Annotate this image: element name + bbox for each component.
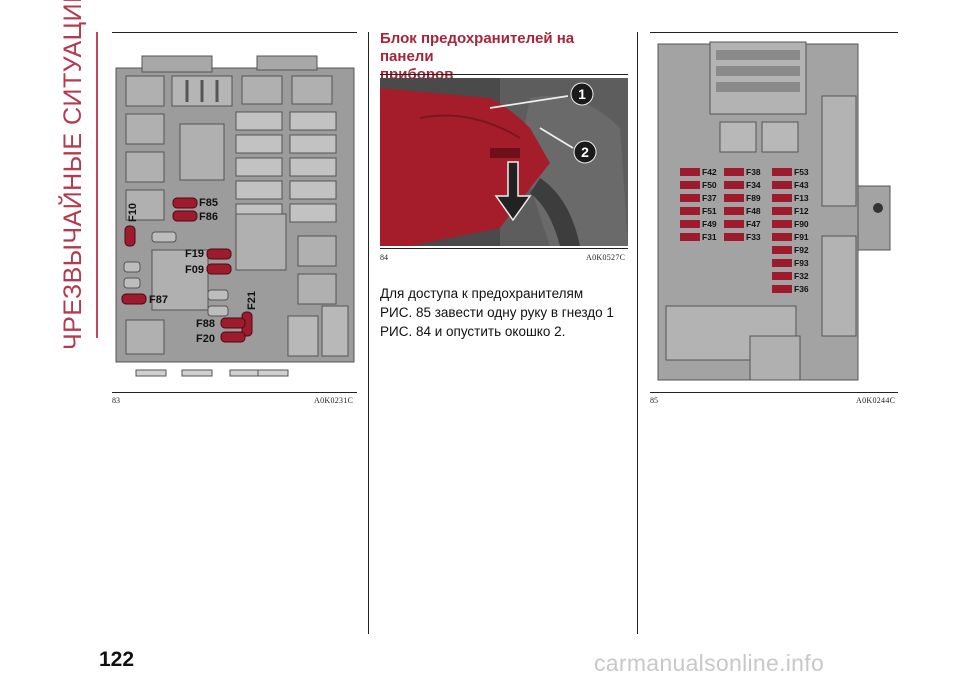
fig85-c1-0: F42 [702,167,717,177]
fig83-image: F10 F85 F86 F19 F09 F87 F21 F88 F20 [112,40,357,388]
fig85-bottom-line [650,392,898,393]
instruction-paragraph: Для доступа к предохранителям РИС. 85 за… [380,286,614,339]
fig85-c3-0: F53 [794,167,809,177]
side-tab-text: ЧРЕЗВЫЧАЙНЫЕ СИТУАЦИИ [59,0,87,350]
fig83-label-f20: F20 [196,333,215,345]
page-number: 122 [99,648,135,671]
fig84-callout-2: 2 [581,144,589,160]
fig84-image: 1 2 [380,78,628,246]
fig85-c3-1: F43 [794,180,809,190]
fig85-number: 85 [650,396,658,405]
fig85-c1-2: F37 [702,193,717,203]
fig83-label-f21: F21 [246,291,258,310]
fig85-c2-5: F33 [746,232,761,242]
fig85-c3-4: F90 [794,219,809,229]
fig83-label-f86: F86 [199,211,218,223]
fig83-label-f19: F19 [185,248,204,260]
fig85-c1-4: F49 [702,219,717,229]
side-tab: ЧРЕЗВЫЧАЙНЫЕ СИТУАЦИИ [58,0,88,350]
fig85-c2-1: F34 [746,180,761,190]
fig85-image: F42 F50 F37 F51 F49 F31 F38 F34 F89 F48 … [650,36,898,388]
fig84-code: A0K0527C [586,253,626,262]
fig85-c2-3: F48 [746,206,761,216]
fig83-top-line [112,32,357,33]
fig83-code: A0K0231C [314,396,354,405]
fig84-number: 84 [380,253,388,262]
column-divider-1 [368,32,369,634]
fig85-c1-1: F50 [702,180,717,190]
watermark: carmanualsonline.info [594,650,825,676]
fig85-c3-7: F93 [794,258,809,268]
fig85-c2-4: F47 [746,219,761,229]
fig83-label-f09: F09 [185,264,204,276]
fig84-bottom-line [380,248,628,249]
fig84-top-line [380,74,628,75]
fig85-c2-0: F38 [746,167,761,177]
fig85-c1-3: F51 [702,206,717,216]
fig85-c2-2: F89 [746,193,761,203]
fig85-c3-3: F12 [794,206,809,216]
fig85-c3-8: F32 [794,271,809,281]
fig83-bottom-line [112,392,357,393]
fig85-c3-6: F92 [794,245,809,255]
side-accent-line [96,32,98,338]
fig85-top-line [650,32,898,33]
fig83-label-f87: F87 [149,294,168,306]
fig85-c3-9: F36 [794,284,809,294]
fig83-label-f85: F85 [199,197,218,209]
fig83-label-f10: F10 [127,203,139,222]
section-heading: Блок предохранителей на панели приборов [380,30,575,83]
fig85-c3-2: F13 [794,193,809,203]
fig85-c3-5: F91 [794,232,809,242]
column-divider-2 [637,32,638,634]
fig85-c1-5: F31 [702,232,717,242]
fig85-code: A0K0244C [856,396,896,405]
fig83-label-f88: F88 [196,318,215,330]
fig84-callout-1: 1 [578,86,586,102]
fig83-number: 83 [112,396,120,405]
